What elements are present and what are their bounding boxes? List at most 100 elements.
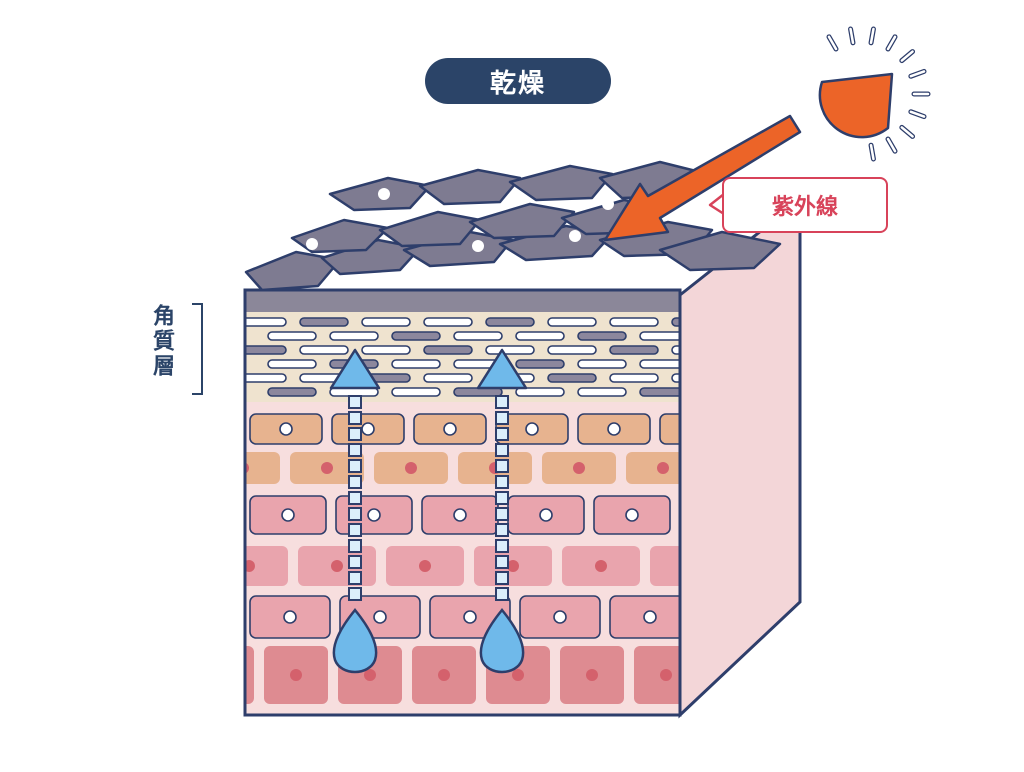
horny-cell (391, 359, 441, 369)
skin-scale (508, 164, 614, 202)
horny-cell (485, 345, 535, 355)
water-dash (348, 443, 362, 457)
horny-cell (671, 345, 680, 355)
horny-cell (267, 331, 317, 341)
horny-cell (515, 331, 565, 341)
horny-cell (547, 317, 597, 327)
side-cell (734, 1, 750, 38)
side-cell (690, 11, 706, 48)
horny-cell (639, 359, 680, 369)
skin-cell (245, 452, 280, 484)
skin-cell (626, 452, 680, 484)
horny-cell (391, 331, 441, 341)
side-cell (778, 0, 794, 29)
water-dash (495, 539, 509, 553)
horny-cell (245, 373, 287, 383)
cell-nucleus (625, 508, 639, 522)
skin-cell (650, 546, 680, 586)
horny-cell (515, 387, 565, 397)
skin-cell (659, 413, 680, 445)
dry-flake (306, 238, 318, 250)
dry-flake (472, 240, 484, 252)
horny-cell (329, 331, 379, 341)
water-dash (495, 443, 509, 457)
side-cell (712, 0, 728, 26)
side-cell (690, 101, 706, 138)
water-dash (495, 491, 509, 505)
cell-nucleus (507, 560, 519, 572)
horny-cell (361, 317, 411, 327)
cell-nucleus (405, 462, 417, 474)
skin-scale (658, 230, 782, 272)
side-cell (734, 61, 750, 98)
side-cell (756, 11, 772, 48)
horny-cell (671, 373, 680, 383)
title-badge: 乾燥 (425, 58, 611, 104)
side-cell (712, 20, 728, 57)
side-cell (690, 71, 706, 108)
side-cell (712, 110, 728, 147)
water-dash (348, 507, 362, 521)
dry-flake (378, 188, 390, 200)
dry-flake (569, 230, 581, 242)
water-dash (348, 411, 362, 425)
horny-cell (639, 387, 680, 397)
horny-cell (453, 331, 503, 341)
horny-cell (609, 317, 659, 327)
surface-layer (245, 290, 680, 312)
horny-cell (577, 359, 627, 369)
cell-nucleus (364, 669, 376, 681)
cell-nucleus (216, 669, 228, 681)
water-dash (348, 555, 362, 569)
cell-nucleus (290, 669, 302, 681)
side-face (678, 196, 802, 719)
cell-nucleus (281, 508, 295, 522)
horny-cell (299, 317, 349, 327)
skin-scale (378, 210, 482, 248)
cell-nucleus (283, 610, 297, 624)
cell-nucleus (525, 422, 539, 436)
horny-cell (423, 317, 473, 327)
side-cell (690, 131, 706, 168)
water-dash (348, 587, 362, 601)
cell-nucleus (512, 669, 524, 681)
water-dash (348, 475, 362, 489)
horny-cell (515, 359, 565, 369)
horny-cell (547, 345, 597, 355)
uv-label: 紫外線 (722, 177, 888, 233)
horny-cell (267, 387, 317, 397)
water-dash (348, 539, 362, 553)
sun-icon (818, 26, 931, 162)
cell-nucleus (657, 462, 669, 474)
water-drop-icon (479, 608, 525, 674)
side-cell (734, 0, 750, 8)
cell-nucleus (643, 610, 657, 624)
horny-cell (609, 373, 659, 383)
cell-nucleus (245, 462, 249, 474)
water-dash (495, 411, 509, 425)
skin-scale (468, 202, 576, 240)
horny-cell (577, 387, 627, 397)
cell-nucleus (361, 422, 375, 436)
cell-nucleus (595, 560, 607, 572)
water-dash (495, 427, 509, 441)
up-arrow-icon (476, 348, 528, 390)
cell-nucleus (607, 422, 621, 436)
water-dash (348, 491, 362, 505)
horny-cell (547, 373, 597, 383)
cell-nucleus (539, 508, 553, 522)
horny-cell (267, 359, 317, 369)
horny-cell (671, 317, 680, 327)
horny-cell (245, 317, 287, 327)
side-cell (690, 41, 706, 78)
water-dash (348, 427, 362, 441)
cell-nucleus (321, 462, 333, 474)
cell-nucleus (367, 508, 381, 522)
water-dash (495, 507, 509, 521)
cell-nucleus (553, 610, 567, 624)
horny-cell (245, 345, 287, 355)
horny-cell (639, 331, 680, 341)
side-cell (690, 0, 706, 17)
cell-nucleus (573, 462, 585, 474)
